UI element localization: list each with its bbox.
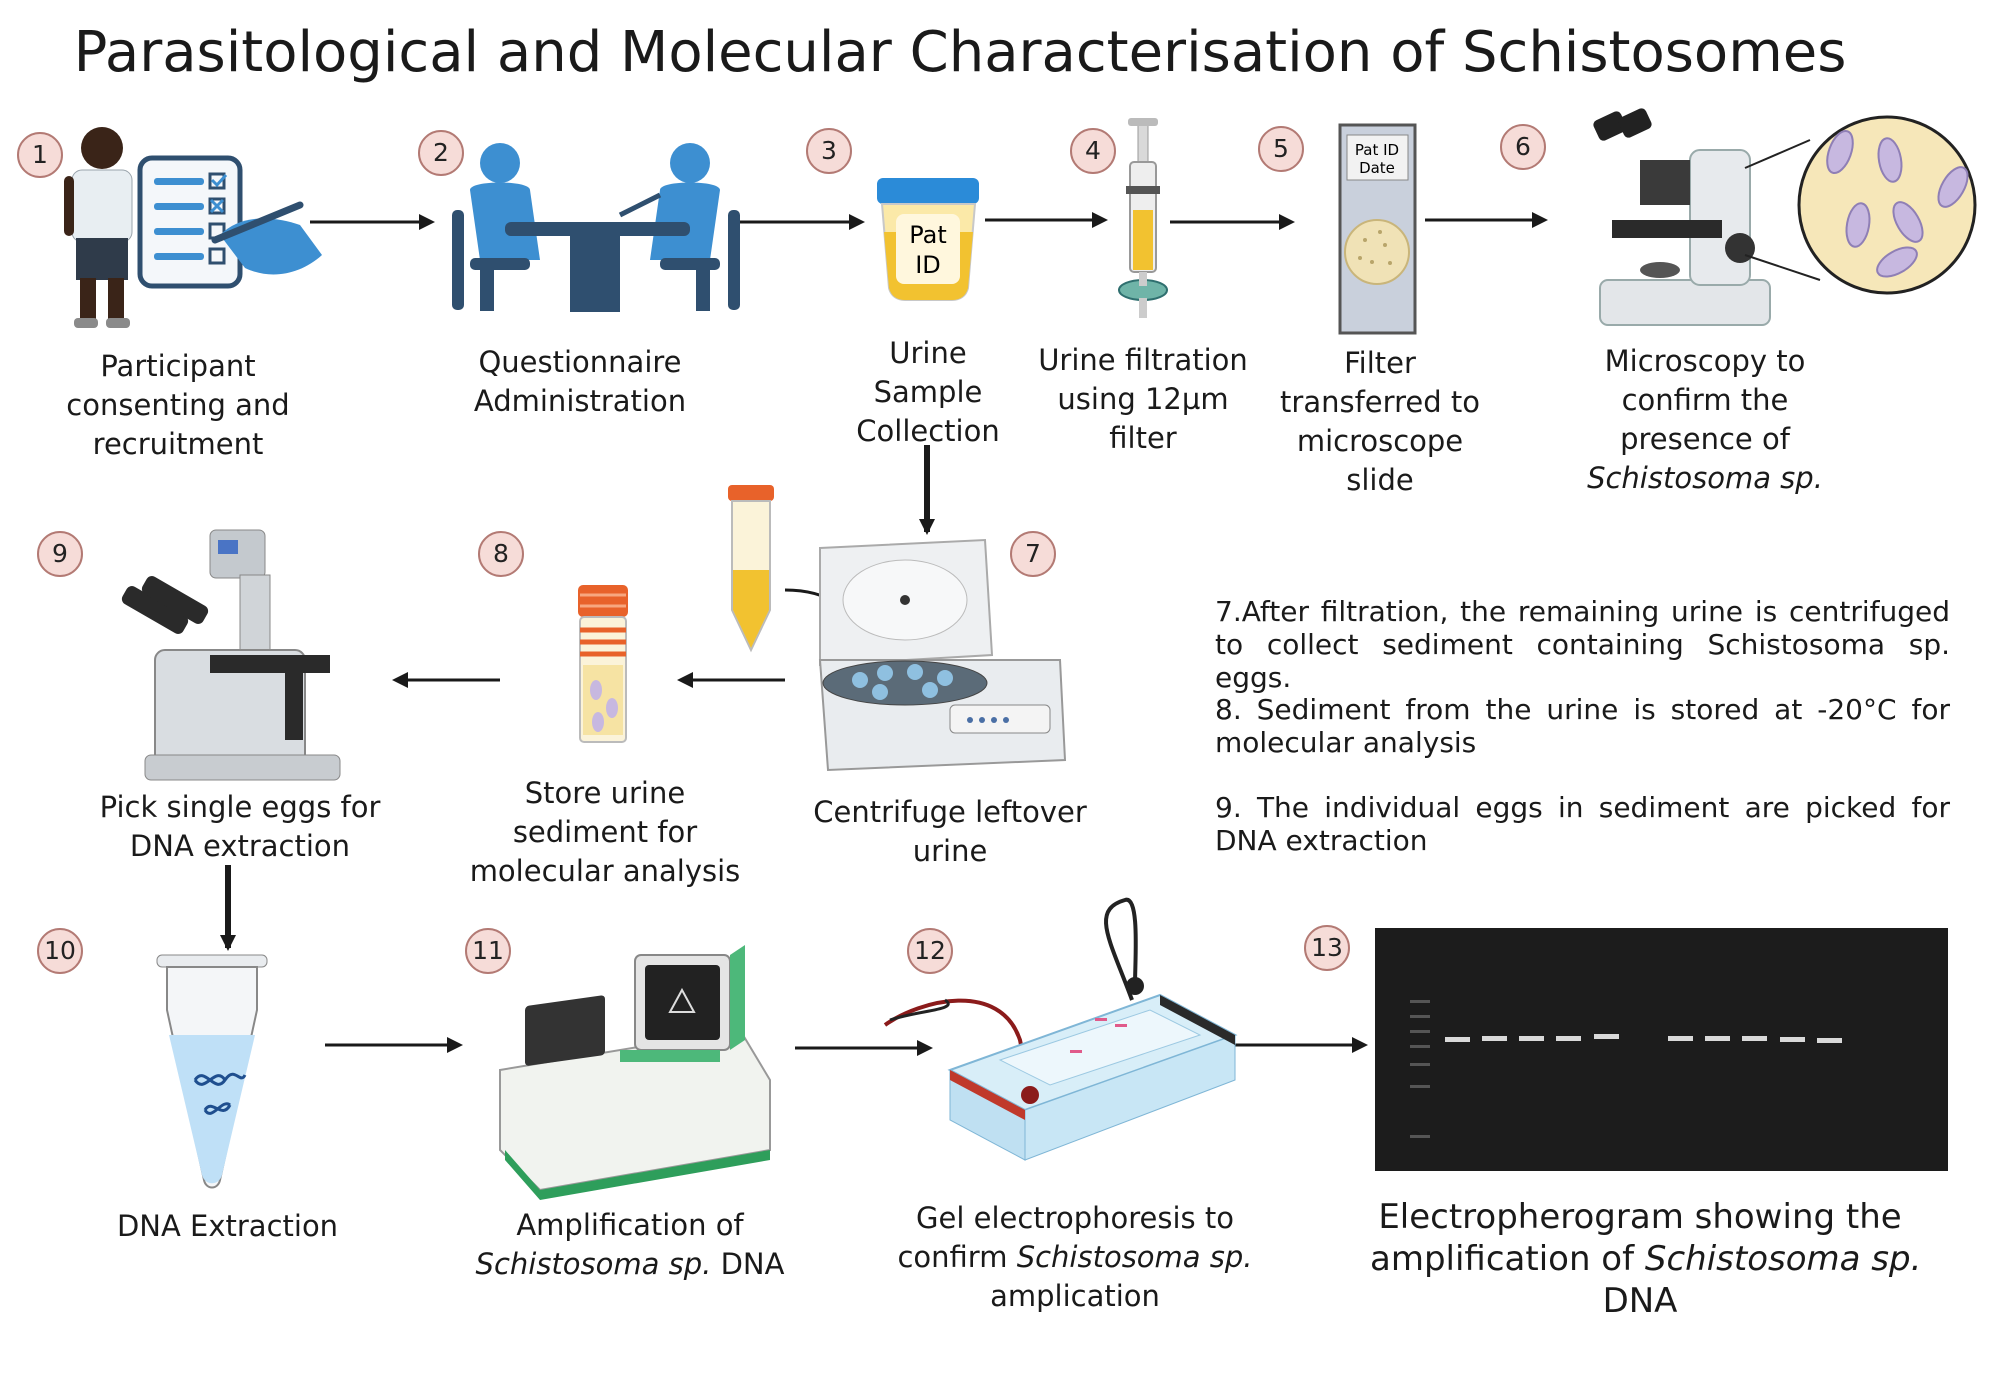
microscope-icon — [1593, 108, 1771, 326]
caption-step-13: Electropherogram showing the amplificati… — [1370, 1197, 1922, 1321]
caption-step-10: DNA Extraction — [116, 1209, 339, 1243]
centrifuge-icon — [818, 538, 1067, 772]
stored-tube-icon — [578, 585, 628, 743]
thermocycler-icon — [499, 945, 771, 1200]
step-badge-2: 2 — [418, 130, 464, 176]
inverted-microscope-icon — [121, 529, 341, 781]
caption-step-12: Gel electrophoresis to confirm Schistoso… — [897, 1201, 1253, 1313]
clipboard-icon — [137, 155, 243, 289]
electropherogram-image — [1375, 928, 1948, 1171]
page-title: Parasitological and Molecular Characteri… — [73, 20, 1847, 85]
step-badge-12: 12 — [907, 928, 953, 974]
caption-step-11: Amplification of Schistosoma sp. DNA — [475, 1208, 785, 1281]
participant-icon — [64, 127, 133, 328]
gel-electrophoresis-icon — [883, 897, 1238, 1161]
step-badge-9: 9 — [37, 531, 83, 577]
syringe-filter-icon — [1118, 118, 1168, 318]
step-badge-1: 1 — [17, 132, 63, 178]
cup-label-id: ID — [915, 251, 941, 279]
note-step-7: 7.After filtration, the remaining urine … — [1215, 595, 1950, 694]
magnification-lines — [1744, 139, 1821, 281]
step-badge-5: 5 — [1258, 126, 1304, 172]
slide-label-patid: Pat ID — [1355, 141, 1399, 159]
microscope-slide-icon — [1338, 123, 1417, 335]
step-badge-11: 11 — [465, 928, 511, 974]
schistosome-eggs-view — [1797, 115, 1977, 295]
writing-hand-icon — [211, 201, 322, 275]
dna-tube-icon — [156, 954, 268, 1189]
step-badge-8: 8 — [478, 531, 524, 577]
step-badge-3: 3 — [806, 128, 852, 174]
slide-label-date: Date — [1359, 159, 1395, 177]
note-step-8: 8. Sediment from the urine is stored at … — [1215, 693, 1950, 759]
step-badge-13: 13 — [1304, 925, 1350, 971]
centrifuge-tube-icon — [728, 485, 774, 653]
step-badge-4: 4 — [1070, 128, 1116, 174]
step-badge-6: 6 — [1500, 124, 1546, 170]
step-badge-7: 7 — [1010, 531, 1056, 577]
note-step-9: 9. The individual eggs in sediment are p… — [1215, 791, 1950, 857]
cup-label-pat: Pat — [909, 221, 947, 249]
urine-cup-icon — [877, 178, 979, 301]
step-badge-10: 10 — [37, 928, 83, 974]
questionnaire-icon — [452, 143, 740, 312]
flow-arrows — [220, 212, 1548, 1056]
